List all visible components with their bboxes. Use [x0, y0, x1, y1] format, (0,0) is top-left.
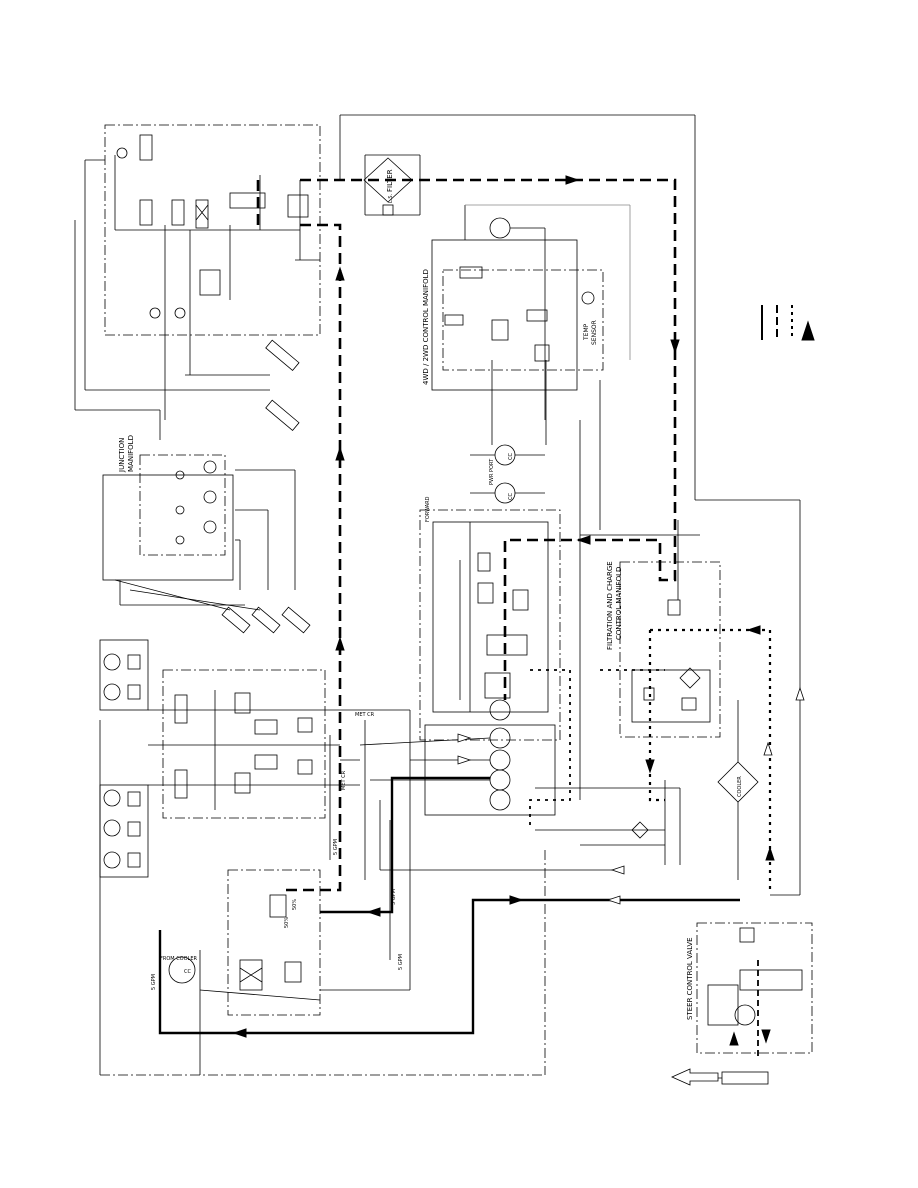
pump-stack [359, 699, 620, 871]
tilt-cylinders [74, 220, 300, 440]
junction-manifold-label-2: MANIFOLD [127, 435, 135, 472]
drive-pump-section [100, 869, 545, 1076]
pwr-port-label: PWR PORT [489, 458, 495, 485]
flow-arrow-8 [765, 846, 775, 861]
met-label-a: MET CR [355, 712, 375, 718]
dotted-pilot-3 [529, 669, 571, 830]
pct-label-a: 50% [284, 917, 290, 928]
flow-arrow-9 [232, 1028, 247, 1038]
flow-arrow-11 [366, 907, 381, 917]
pct-label-b: 50% [292, 899, 298, 910]
forward-label: FORWARD [425, 496, 431, 522]
open-arrow-2 [457, 755, 472, 765]
wheel-motors-front [99, 639, 149, 711]
flow-arrow-4 [335, 636, 345, 651]
main-filter [363, 154, 421, 216]
cc-label-a: CC [508, 453, 514, 460]
steer-control-valve-label: STEER CONTROL VALVE [686, 937, 694, 1020]
aux-lines [320, 380, 601, 1075]
open-arrow-4 [606, 895, 621, 905]
met-label-b: MET CR [341, 770, 347, 790]
cc-pump-label: CC [184, 969, 191, 975]
hydrostatic-pump-manifold [419, 509, 561, 741]
flow-arrow-12 [729, 1031, 739, 1046]
flow-arrow-5 [670, 339, 680, 354]
dotted-pilot-2 [648, 630, 665, 802]
junction-manifold [102, 454, 311, 634]
flow-arrow-10 [509, 895, 524, 905]
gpm-label-3: 5 GPM [398, 954, 404, 970]
solid-work-line [158, 898, 740, 1035]
top-valve-manifold [84, 124, 321, 420]
gpm-label-2: 5 GPM [391, 889, 397, 905]
filtration-manifold [619, 561, 721, 738]
drive-manifold-label: 4WD / 2WD CONTROL MANIFOLD [422, 269, 430, 385]
temp-sensor-label-2: SENSOR [591, 320, 598, 345]
filter-label: FILTER [386, 169, 394, 192]
flow-arrow-7 [645, 759, 655, 774]
wheel-motors-rear [99, 784, 149, 878]
from-cooler-label: FROM COOLER [160, 956, 197, 962]
oil-cooler [717, 700, 759, 880]
junction-manifold-label-1: JUNCTION [118, 438, 126, 473]
gpm-label-4: 5 GPM [151, 974, 157, 990]
dotted-pilot-1 [650, 628, 772, 890]
power-port-motors [470, 360, 547, 504]
flow-arrow-3 [335, 446, 345, 461]
open-arrow-5 [795, 686, 805, 701]
flow-arrow-2 [335, 266, 345, 281]
filter-bank [535, 780, 681, 865]
dashed-pressure-left [280, 223, 342, 892]
gpm-label-1: 5 GPM [333, 839, 339, 855]
temp-sensor-label-1: TEMP [583, 323, 590, 341]
actuator-output-arrow [671, 1068, 719, 1086]
flow-arrow-14 [746, 625, 761, 635]
drive-control-manifold [431, 204, 631, 420]
dashed-pressure-top [300, 178, 677, 700]
cooler-label: COOLER [737, 776, 743, 797]
line-legend [761, 305, 815, 341]
load-sense-label: L.S. [388, 193, 394, 203]
open-arrow-6 [763, 741, 773, 756]
flow-arrow-1 [565, 175, 580, 185]
open-arrow-1 [457, 733, 472, 743]
flow-arrow-13 [761, 1029, 771, 1044]
cc-label-b: CC [508, 493, 514, 500]
steer-control-valve [696, 922, 813, 1085]
filtration-manifold-label-2: CONTROL MANIFOLD [615, 567, 623, 640]
solid-pump-line [320, 776, 490, 914]
open-arrow-3 [610, 865, 625, 875]
filtration-manifold-label-1: FILTRATION AND CHARGE [606, 561, 614, 650]
traction-manifold [99, 669, 410, 1075]
flow-arrow-6 [576, 535, 591, 545]
return-line-outer [339, 114, 801, 896]
